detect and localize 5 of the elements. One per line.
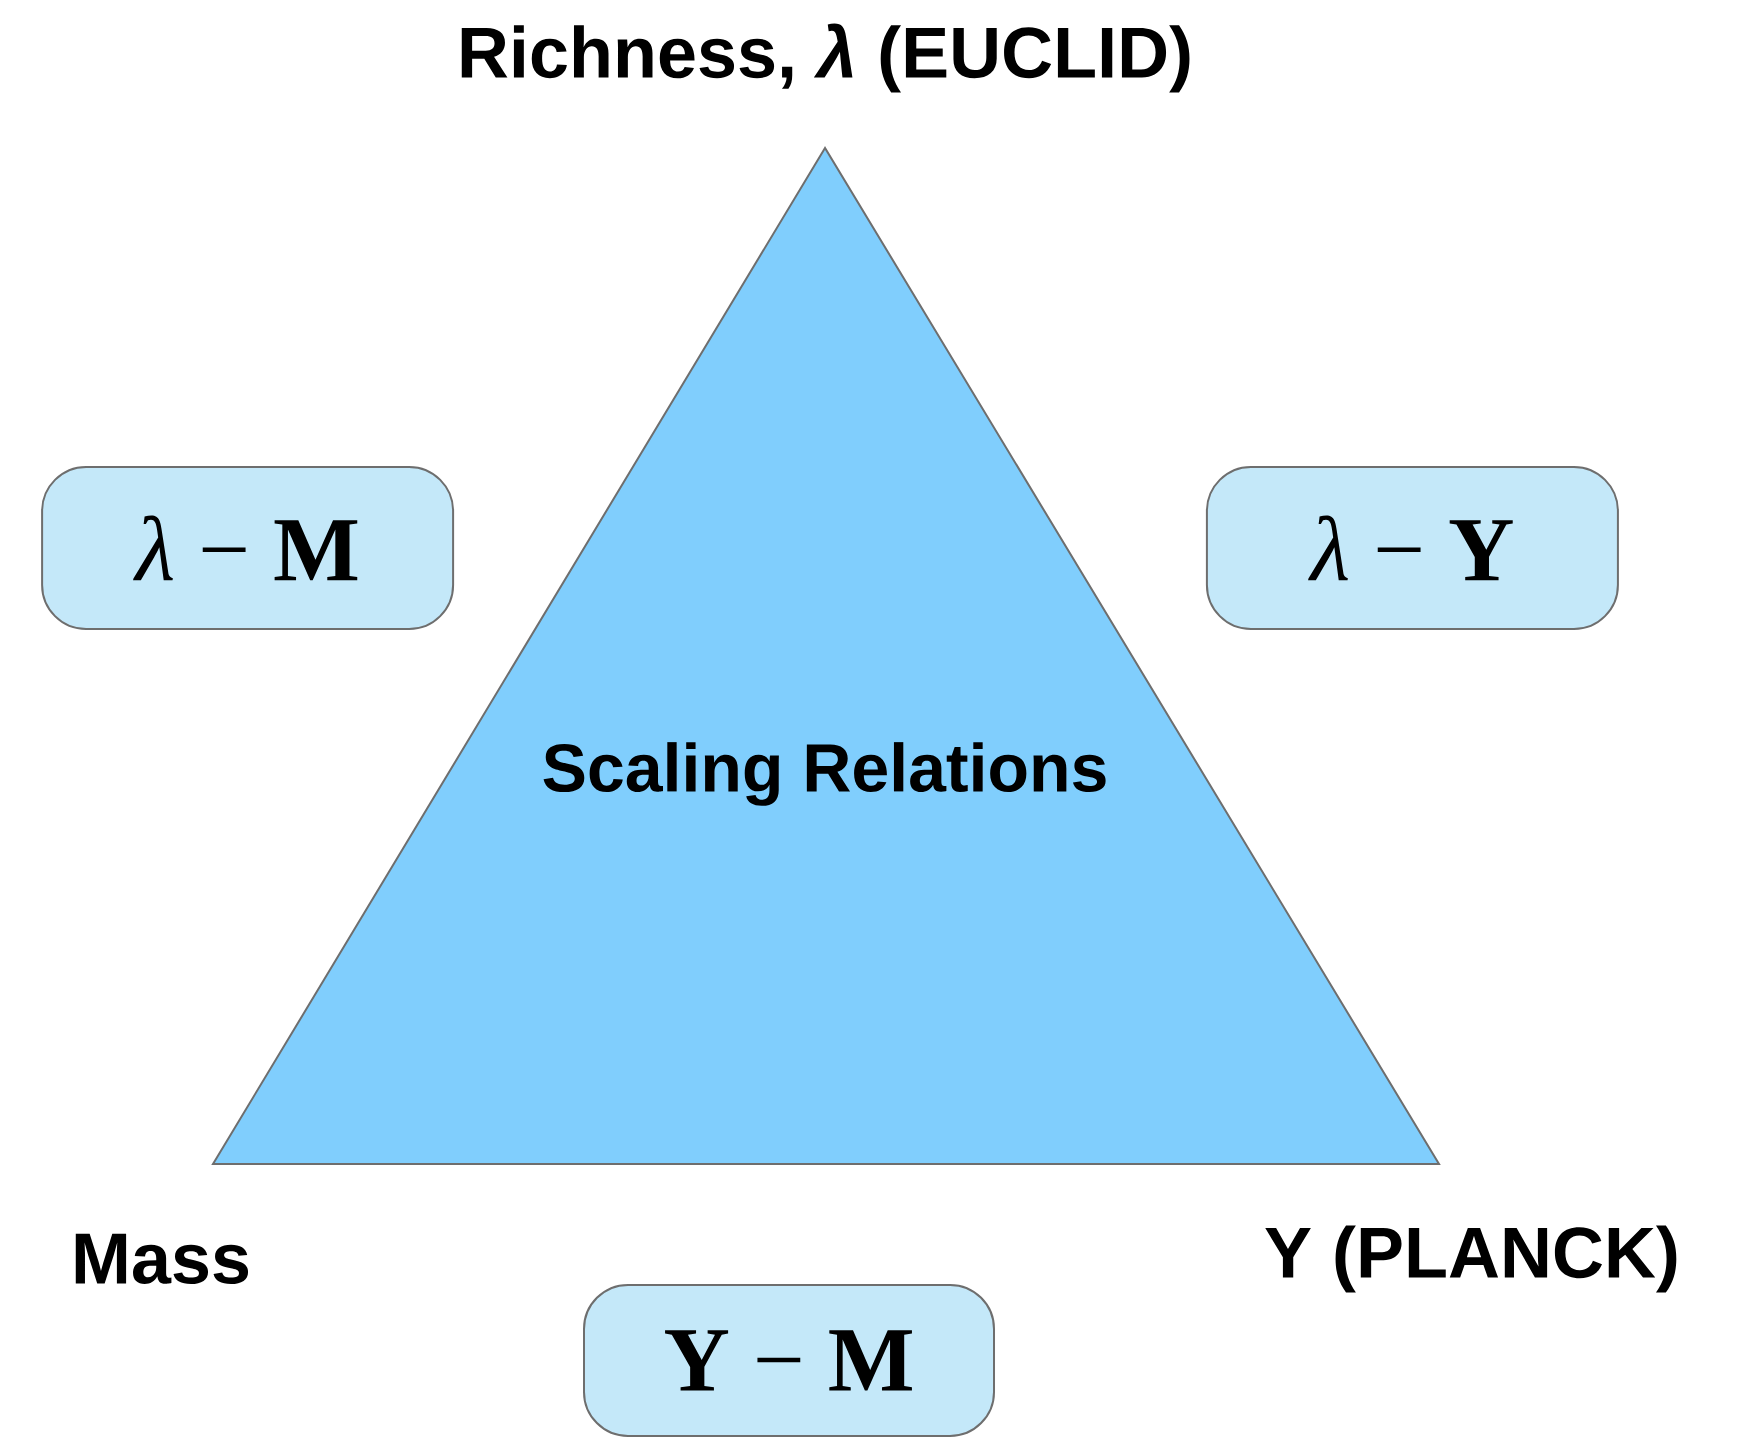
axis-label: Mass xyxy=(75,1233,249,1285)
relation-box: λ − M xyxy=(41,466,455,630)
relation-box: λ − Y xyxy=(1205,466,1619,630)
axis-label: Y (PLANCK) xyxy=(1265,1225,1677,1293)
relation-box: Y − M xyxy=(583,1283,995,1437)
